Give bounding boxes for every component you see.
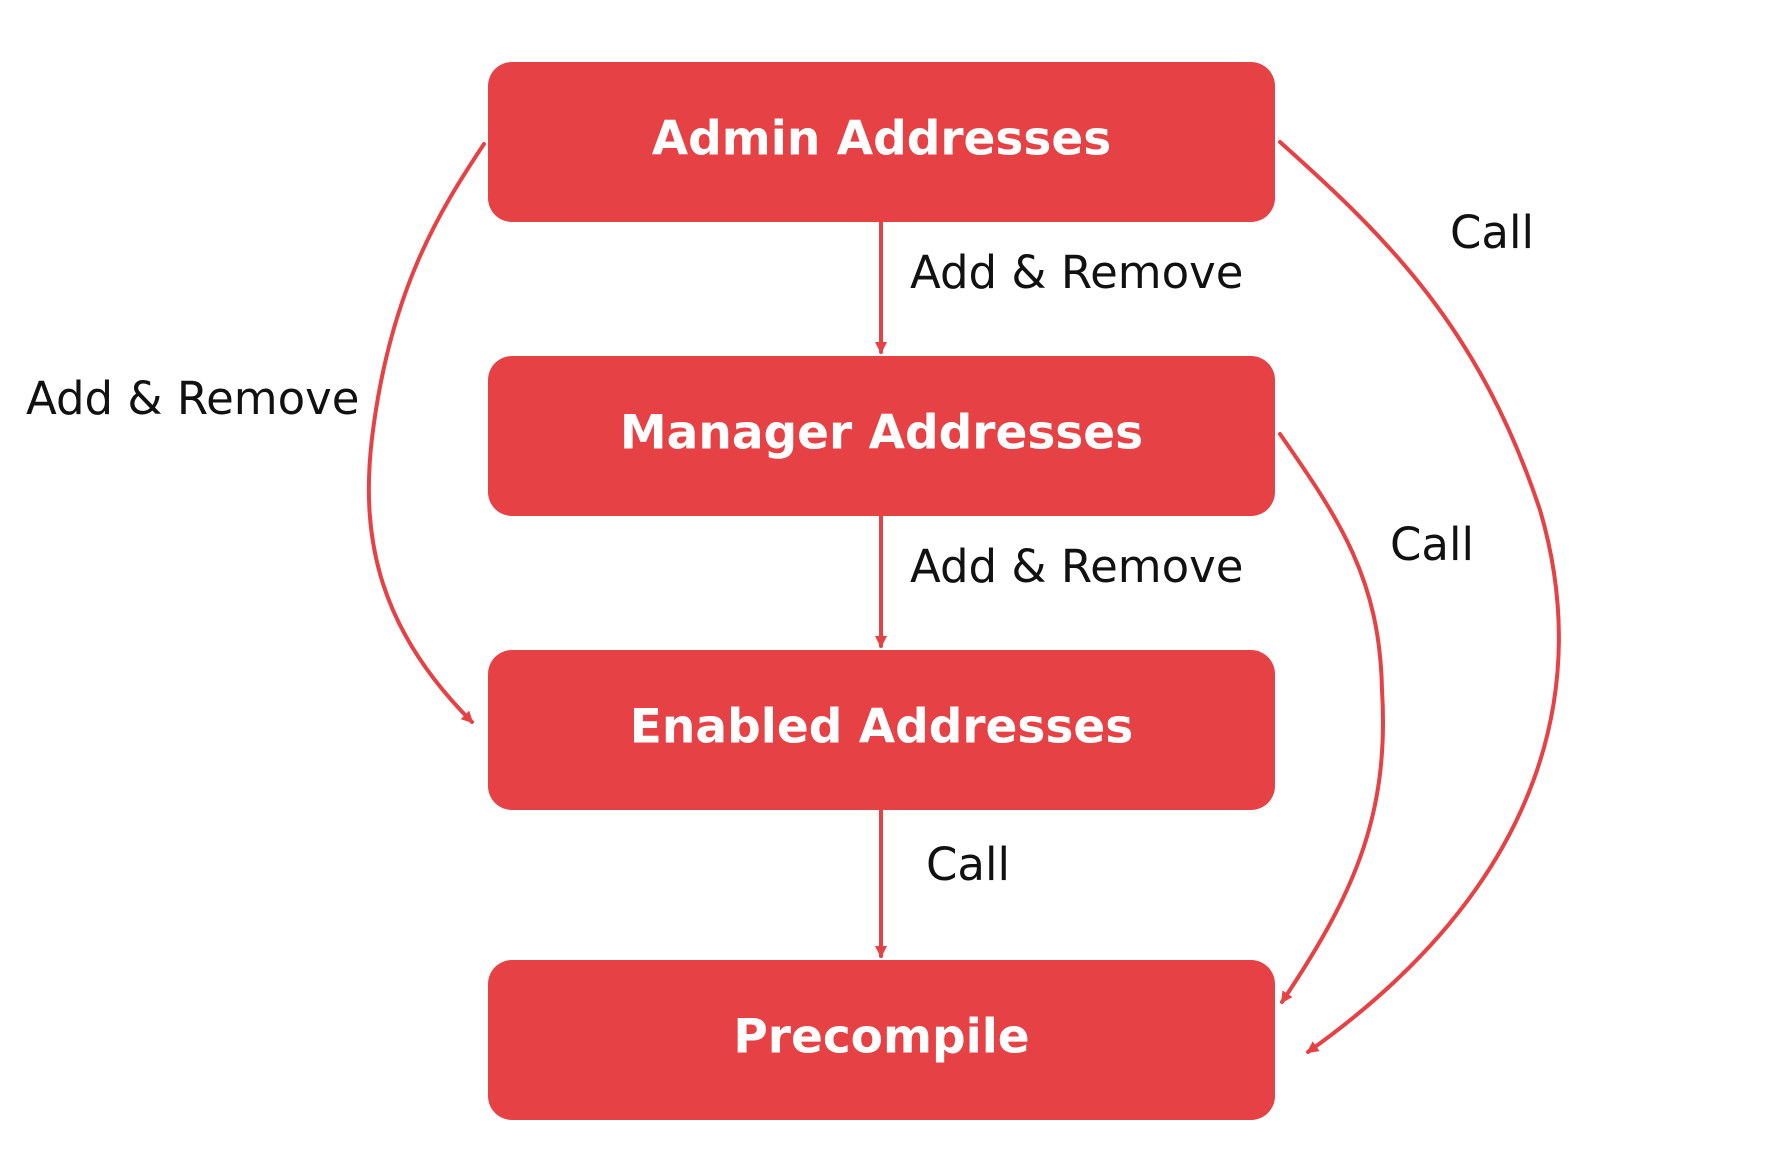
edge-admin-to-precompile: Call bbox=[1278, 140, 1561, 1054]
node-manager-label: Manager Addresses bbox=[620, 406, 1143, 461]
edge-manager-to-precompile: Call bbox=[1278, 432, 1474, 1004]
edge-manager-to-enabled: Add & Remove bbox=[875, 514, 1243, 648]
edge-admin-to-enabled-label: Add & Remove bbox=[26, 372, 359, 425]
node-enabled-addresses: Enabled Addresses bbox=[488, 650, 1275, 810]
node-manager-addresses: Manager Addresses bbox=[488, 356, 1275, 516]
edge-admin-to-manager: Add & Remove bbox=[875, 220, 1243, 354]
edge-admin-to-manager-label: Add & Remove bbox=[910, 246, 1243, 299]
node-precompile-label: Precompile bbox=[733, 1010, 1029, 1065]
node-admin-addresses: Admin Addresses bbox=[488, 62, 1275, 222]
edge-admin-to-enabled: Add & Remove bbox=[26, 142, 486, 724]
node-precompile: Precompile bbox=[488, 960, 1275, 1120]
edge-admin-to-precompile-label: Call bbox=[1450, 206, 1534, 259]
edge-enabled-to-precompile: Call bbox=[875, 808, 1010, 958]
edge-manager-to-enabled-label: Add & Remove bbox=[910, 540, 1243, 593]
edge-manager-to-precompile-label: Call bbox=[1390, 518, 1474, 571]
edge-enabled-to-precompile-label: Call bbox=[926, 838, 1010, 891]
node-enabled-label: Enabled Addresses bbox=[630, 700, 1133, 755]
node-admin-label: Admin Addresses bbox=[652, 112, 1111, 167]
